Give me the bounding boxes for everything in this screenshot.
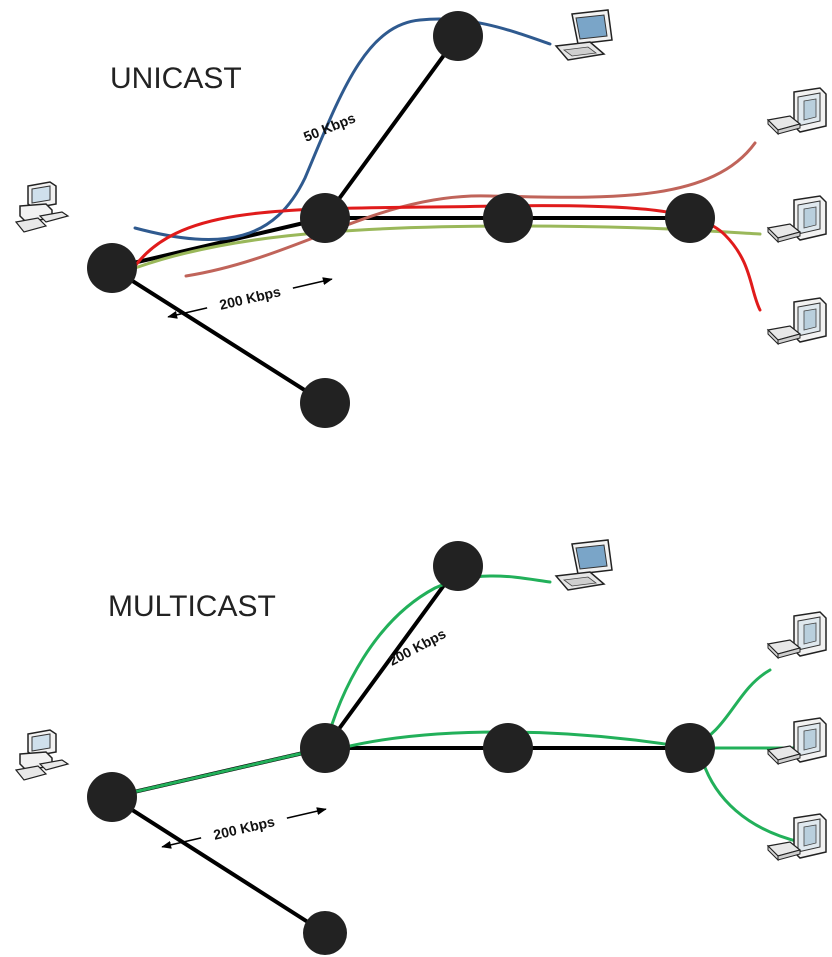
- multicast-upper-router: [433, 541, 483, 591]
- multicast-middle-router: [483, 723, 533, 773]
- unicast-laptop-icon: [555, 9, 613, 61]
- multicast-top-rate-label: 200 Kbps: [386, 625, 449, 668]
- unicast-top-rate-label: 50 Kbps: [301, 109, 358, 144]
- unicast-source-desktop-icon: [15, 181, 69, 233]
- multicast-workstation-icon: [767, 611, 827, 659]
- multicast-edge-router: [665, 723, 715, 773]
- unicast-core-router: [300, 193, 350, 243]
- unicast-title: UNICAST: [110, 62, 242, 95]
- unicast-section: UNICAST 50 Kbps 200 Kbps: [15, 9, 827, 428]
- multicast-workstation-icon: [767, 813, 827, 861]
- multicast-workstation-icon: [767, 717, 827, 765]
- unicast-workstation-icon: [767, 195, 827, 243]
- multicast-core-router: [300, 723, 350, 773]
- unicast-workstation-icon: [767, 87, 827, 135]
- multicast-bottom-rate-arrow: 200 Kbps: [161, 807, 327, 849]
- multicast-title: MULTICAST: [108, 590, 276, 623]
- multicast-flow-bottom-pc: [698, 750, 802, 844]
- unicast-upper-router: [433, 11, 483, 61]
- unicast-flow-middle-pc: [133, 224, 762, 270]
- unicast-workstation-icon: [767, 297, 827, 345]
- unicast-lower-router: [300, 378, 350, 428]
- multicast-laptop-icon: [555, 539, 613, 591]
- multicast-flow-laptop: [323, 574, 552, 750]
- unicast-links: [110, 34, 692, 405]
- multicast-bottom-rate-label: 200 Kbps: [212, 813, 276, 843]
- multicast-source-router: [87, 772, 137, 822]
- unicast-bottom-rate-label: 200 Kbps: [218, 283, 282, 313]
- multicast-lower-router: [303, 911, 347, 955]
- multicast-flow-trunk: [110, 746, 327, 799]
- unicast-edge-router: [665, 193, 715, 243]
- unicast-flow-bottom-pc: [133, 204, 762, 312]
- unicast-source-router: [87, 243, 137, 293]
- multicast-source-desktop-icon: [15, 729, 69, 781]
- unicast-middle-router: [483, 193, 533, 243]
- unicast-flow-top-pc: [184, 141, 757, 278]
- unicast-nodes: [87, 11, 715, 428]
- multicast-nodes: [87, 541, 715, 955]
- multicast-section: MULTICAST 200 Kbps 200 Kbps: [15, 539, 827, 955]
